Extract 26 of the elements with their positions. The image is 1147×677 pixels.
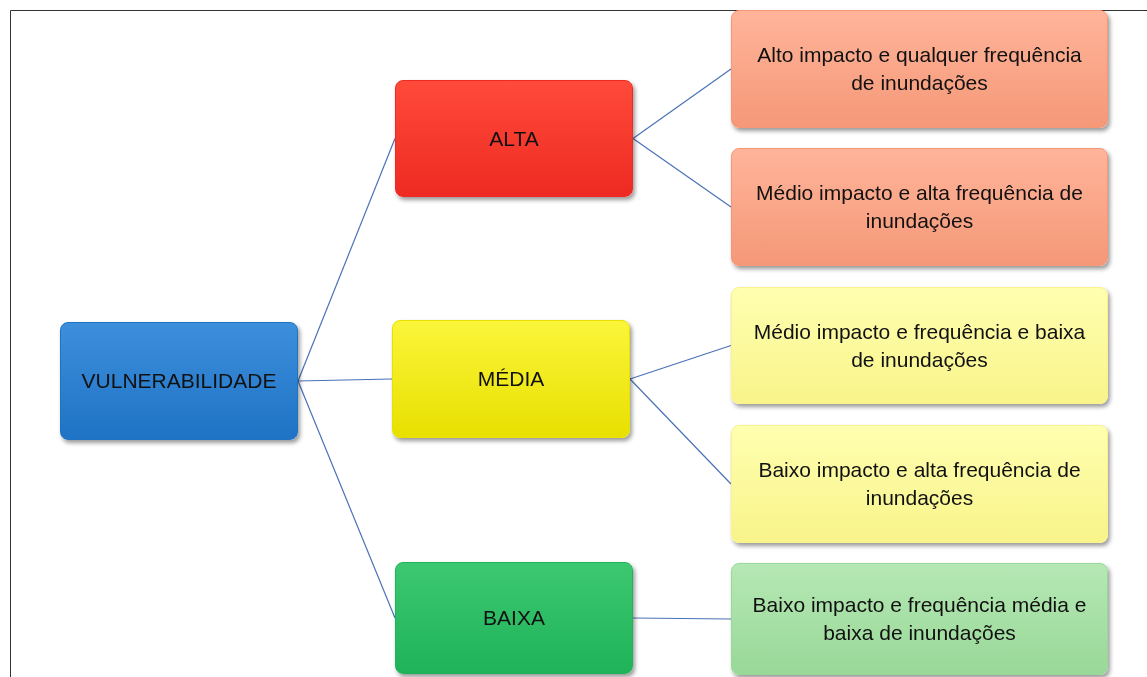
connector-line bbox=[297, 380, 396, 619]
connector-line bbox=[632, 68, 732, 140]
description-box bbox=[731, 425, 1108, 543]
description-box bbox=[731, 10, 1108, 128]
node-label: MÉDIA bbox=[477, 366, 545, 393]
connector-line bbox=[629, 378, 732, 485]
connector-line bbox=[632, 617, 732, 620]
node-label: Médio impacto e frequência e baixa de inundações bbox=[752, 318, 1087, 373]
node-label: Médio impacto e alta frequência de inundações bbox=[755, 180, 1084, 234]
connector-line bbox=[629, 344, 732, 380]
category-box bbox=[392, 320, 630, 438]
root-box bbox=[60, 322, 298, 440]
description-box bbox=[731, 287, 1108, 404]
node-label: VULNERABILIDADE bbox=[81, 368, 277, 395]
category-box bbox=[395, 80, 633, 197]
node-label: ALTA bbox=[489, 125, 539, 152]
connector-line bbox=[632, 137, 732, 208]
description-box bbox=[731, 563, 1108, 675]
node-label: Alto impacto e qualquer frequência de inundações bbox=[756, 42, 1083, 96]
node-label: Baixo impacto e frequência média e baixa de inundações bbox=[751, 592, 1088, 646]
connector-line bbox=[297, 137, 396, 382]
description-box bbox=[731, 148, 1108, 266]
node-label: BAIXA bbox=[483, 605, 545, 632]
node-label: Baixo impacto e alta frequência de inundações bbox=[757, 457, 1082, 511]
connector-line bbox=[297, 378, 393, 382]
category-box bbox=[395, 562, 633, 674]
